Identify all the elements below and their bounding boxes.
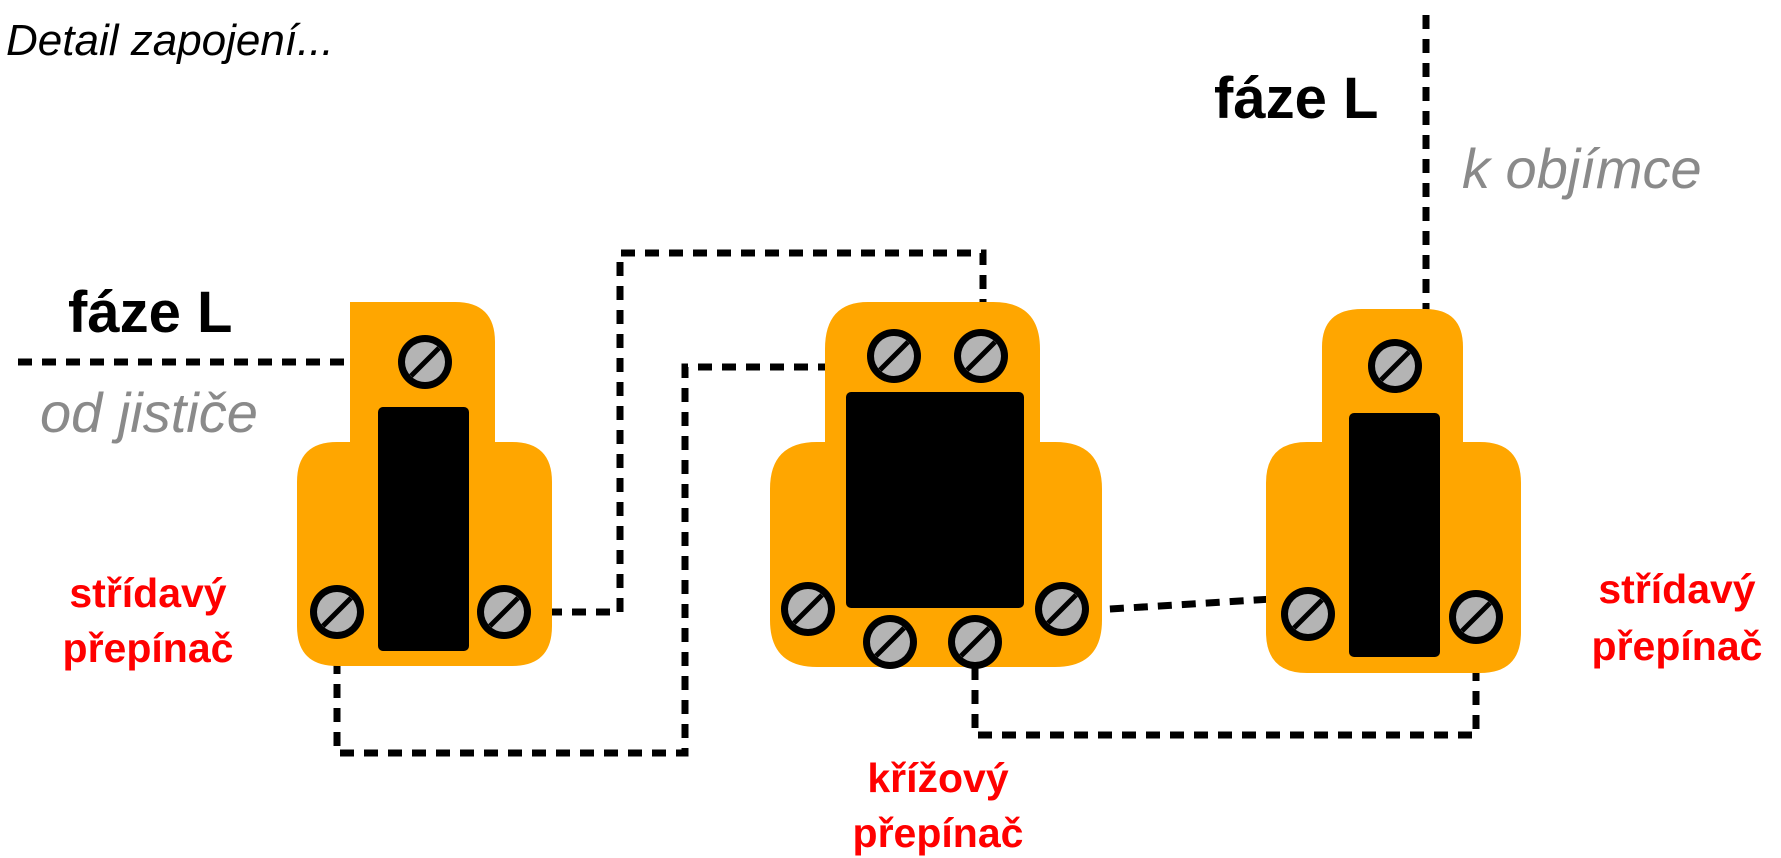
wire-cross-to-right-left [1061, 593, 1306, 616]
middle-screw-top-left [867, 329, 921, 383]
middle-screw-top-right [954, 329, 1008, 383]
wire-cross-to-right-right [971, 617, 1480, 739]
right-screw-bottom-right [1449, 590, 1503, 644]
left-screw-top [398, 335, 452, 389]
right-switch-rocker [1349, 413, 1440, 657]
middle-screw-bottom-left [863, 615, 917, 669]
right-two-way-switch [1266, 309, 1521, 673]
wires [18, 12, 1480, 757]
wire-left-to-cross-top-right [500, 249, 987, 616]
right-phase-label: fáze L [1214, 66, 1378, 131]
middle-cross-switch [770, 302, 1102, 669]
middle-screw-right [1035, 582, 1089, 636]
right-dest-label: k objímce [1462, 137, 1702, 200]
middle-switch-label-line1: křížový [867, 755, 1008, 801]
left-phase-label: fáze L [68, 280, 232, 345]
left-screw-bottom-left [310, 585, 364, 639]
diagram-title: Detail zapojení... [6, 16, 334, 65]
wire-left-to-cross-top-left [333, 363, 888, 757]
middle-screw-bottom-right [948, 615, 1002, 669]
left-switch-label-line1: střídavý [69, 570, 226, 616]
right-screw-bottom-left [1281, 587, 1335, 641]
right-switch-label-line1: střídavý [1598, 566, 1755, 612]
middle-switch-label-line2: přepínač [853, 810, 1024, 856]
middle-switch-rocker [846, 392, 1024, 608]
left-two-way-switch [297, 302, 552, 666]
left-switch-label-line2: přepínač [63, 625, 234, 671]
left-source-label: od jističe [40, 381, 258, 444]
left-screw-bottom-right [477, 585, 531, 639]
left-switch-rocker [378, 407, 469, 651]
right-screw-top [1368, 339, 1422, 393]
middle-screw-left [781, 582, 835, 636]
right-switch-label-line2: přepínač [1592, 623, 1763, 669]
